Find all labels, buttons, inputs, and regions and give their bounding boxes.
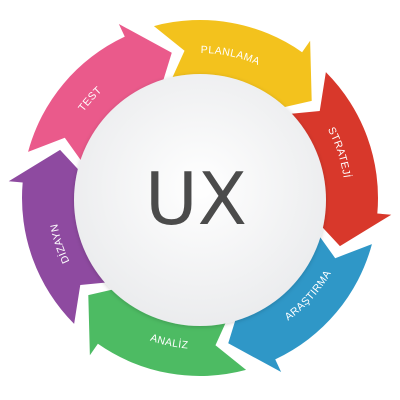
cycle-segment-2: [283, 72, 392, 247]
cycle-segment-5: [8, 149, 117, 324]
cycle-segments: [8, 20, 392, 376]
center-title: UX: [145, 157, 247, 241]
cycle-segment-6: [28, 23, 172, 168]
cycle-segment-4: [88, 283, 247, 376]
center-disc: [74, 74, 326, 326]
cycle-segment-1: [153, 20, 312, 113]
cycle-segment-3: [228, 228, 372, 373]
